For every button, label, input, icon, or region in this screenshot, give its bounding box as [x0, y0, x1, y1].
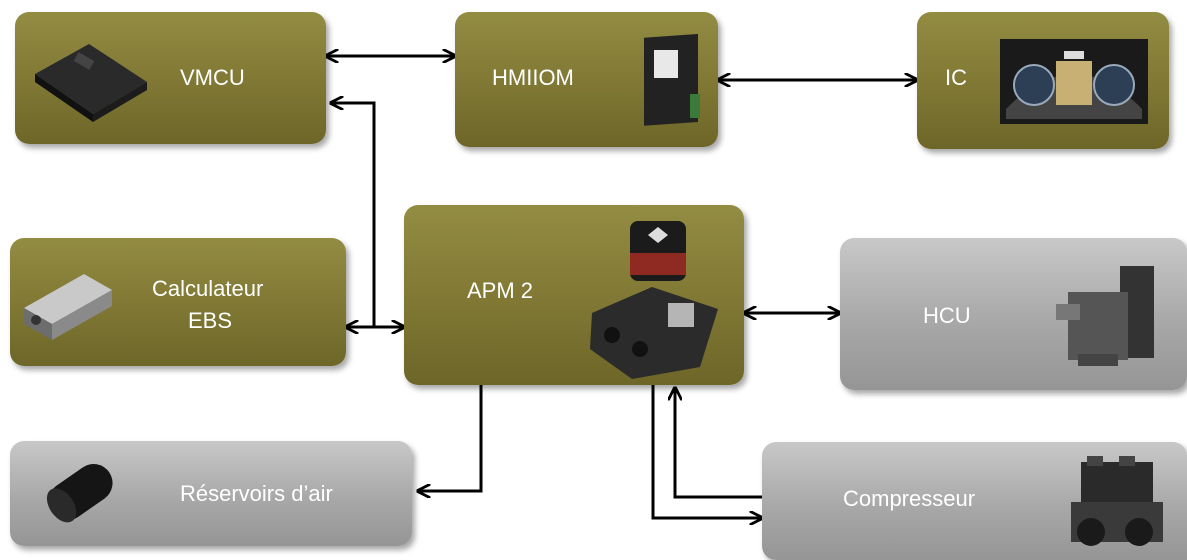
instrument-cluster-icon: [1000, 39, 1148, 124]
node-hcu: HCU: [840, 238, 1187, 390]
arrow-vmcu-ebs: [331, 103, 376, 327]
node-apm2: APM 2: [404, 205, 744, 385]
node-label: APM 2: [467, 278, 534, 303]
node-label: Compresseur: [843, 486, 976, 511]
node-reservoirs: Réservoirs d’air: [10, 441, 412, 546]
node-label-line2: EBS: [188, 308, 233, 333]
node-ebs: Calculateur EBS: [10, 238, 346, 366]
io-module-icon: [644, 34, 700, 126]
compressor-icon: [1071, 456, 1163, 546]
node-vmcu: VMCU: [15, 12, 326, 144]
arrow-apm2-reservoirs: [418, 385, 483, 491]
node-hmiiom: HMIIOM: [455, 12, 718, 147]
arrow-apm2-compresseur: [651, 385, 762, 518]
node-label: Réservoirs d’air: [180, 481, 333, 506]
air-tank-icon: [46, 464, 113, 523]
node-compresseur: Compresseur: [762, 442, 1187, 560]
arrow-compresseur-apm2: [675, 388, 762, 499]
node-label: VMCU: [180, 65, 245, 90]
ecu-module-icon: [35, 44, 147, 122]
air-processing-module-icon: [590, 221, 718, 379]
node-label-line1: Calculateur: [152, 276, 264, 301]
node-label: IC: [945, 65, 967, 90]
node-label: HMIIOM: [492, 65, 574, 90]
node-label: HCU: [923, 303, 971, 328]
node-ic: IC: [917, 12, 1169, 149]
hcu-unit-icon: [1056, 266, 1154, 366]
ebs-unit-icon: [24, 274, 112, 340]
